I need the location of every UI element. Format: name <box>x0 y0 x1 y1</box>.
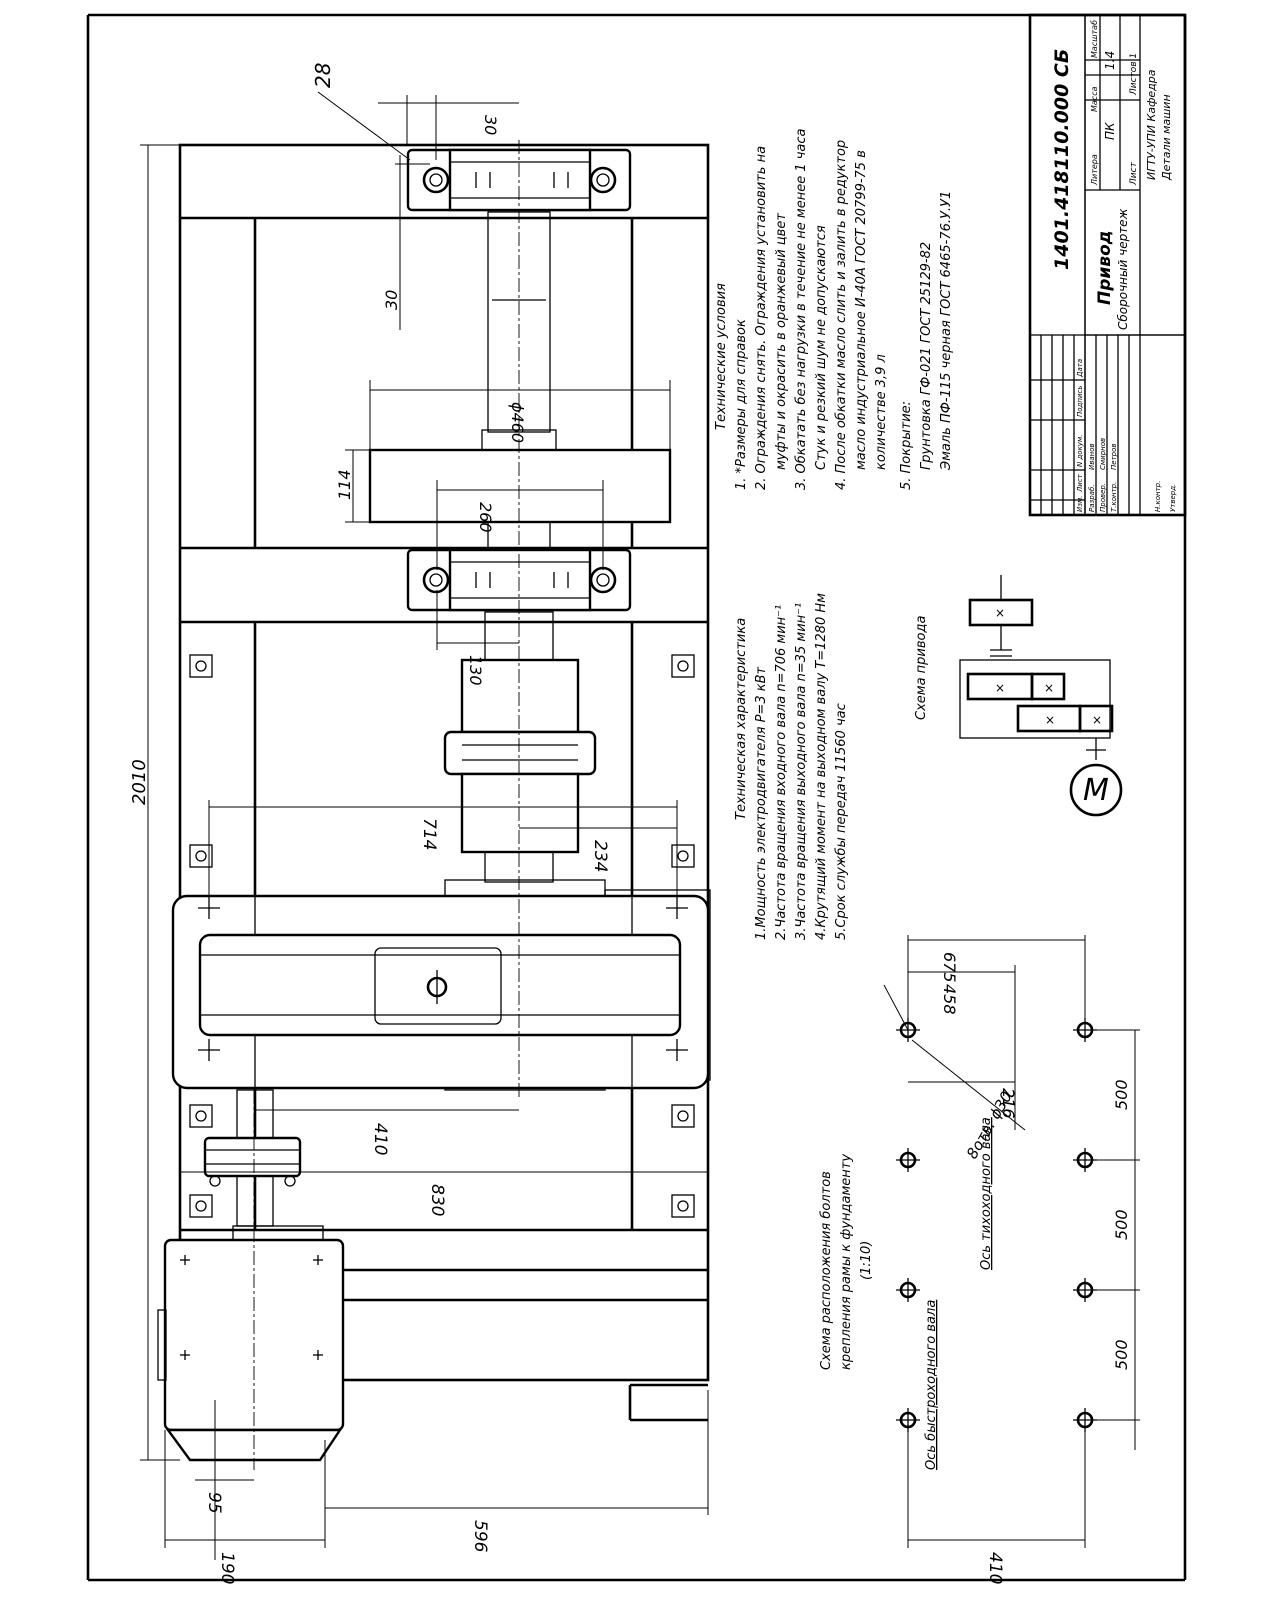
assembly-name: Привод <box>1095 231 1115 305</box>
role-label: Т.контр. <box>1110 482 1118 512</box>
col-header-scale: Масштаб <box>1090 20 1099 58</box>
dimension-lines <box>140 91 709 1548</box>
dim-95: 95 <box>204 1492 224 1514</box>
role-label: Провер. <box>1099 483 1107 512</box>
input-coupling <box>203 1089 302 1227</box>
tech-condition-line: Эмаль ПФ-115 черная ГОСТ 6465-76.У.У1 <box>939 191 954 471</box>
dim-460: ϕ460 <box>508 402 527 443</box>
person-name: Петров <box>1110 444 1118 471</box>
tech-condition-line: количестве 3,9 л <box>874 354 889 470</box>
bolt-dim-500: 500 <box>1112 1079 1131 1110</box>
tech-condition-line: масло индустриальное И-40А ГОСТ 20799-75… <box>854 150 869 470</box>
rev-header: Подпись <box>1076 386 1084 418</box>
dim-28: 28 <box>311 63 335 88</box>
drive-scheme: Схема привода × × × × × M <box>914 575 1123 817</box>
dim-234: 234 <box>590 840 610 872</box>
role-label: Утверд. <box>1169 484 1177 512</box>
dim-596: 596 <box>470 1520 490 1553</box>
role-column: Разраб. <box>1088 484 1096 512</box>
tech-characteristic-line: 5.Срок службы передач 11560 час <box>834 703 849 940</box>
document-type: Сборочный чертеж <box>1116 208 1130 330</box>
center-lines <box>253 140 520 1470</box>
tech-condition-line: 4. После обкатки масло слить и залить в … <box>834 140 849 490</box>
bolt-dim-458: 458 <box>940 984 959 1015</box>
rev-header: Лист <box>1076 473 1084 493</box>
dim-2010: 2010 <box>129 759 150 805</box>
tech-condition-line: 3. Обкатать без нагрузки в течение не ме… <box>794 128 809 490</box>
fast-shaft-axis-label: Ось быстроходного вала <box>924 1300 939 1470</box>
frame-bolts <box>189 654 695 1218</box>
bolt-dim-410: 410 <box>985 1552 1005 1584</box>
letter-value: ПК <box>1103 122 1117 140</box>
person-name: Иванов <box>1088 443 1096 470</box>
technical-characteristics: Техническая характеристика 1.Мощность эл… <box>734 593 849 940</box>
scheme-cross: × <box>995 681 1005 695</box>
scheme-cross: × <box>1044 681 1054 695</box>
gearbox-bolt-marks <box>198 897 688 1061</box>
sheets-label: Листов 1 <box>1129 53 1139 96</box>
bolt-scheme-title-line: Схема расположения болтов <box>819 1171 834 1370</box>
bolt-scheme-title-line: крепления рамы к фундаменту <box>839 1154 854 1370</box>
tech-condition-line: 2. Ограждения снять. Ограждения установи… <box>754 146 769 490</box>
tech-characteristic-line: 2.Частота вращения входного вала n=706 м… <box>774 605 789 940</box>
electric-motor <box>157 1225 345 1462</box>
doc-number: 1401.418110.000 СБ <box>1051 49 1073 270</box>
rev-header: N докум. <box>1076 435 1084 467</box>
tech-characteristic-line: 1.Мощность электродвигателя Р=3 кВт <box>754 667 769 940</box>
dim-714: 714 <box>419 818 439 850</box>
bolt-dim-500: 500 <box>1112 1209 1131 1240</box>
tech-condition-line: муфты и окрасить в оранжевый цвет <box>774 213 789 470</box>
organization-line-1: ИГТУ-УПИ Кафедра <box>1145 69 1158 180</box>
motor-symbol: M <box>1083 773 1109 808</box>
scheme-cross: × <box>995 606 1005 620</box>
scheme-cross: × <box>1045 713 1055 727</box>
dim-190: 190 <box>217 1552 237 1584</box>
technical-conditions: Технические условия 1. *Размеры для спра… <box>714 128 954 490</box>
bolt-dim-675: 675 <box>940 952 959 983</box>
revision-headers: Изм. Лист N докум. Подпись Дата <box>1076 359 1084 512</box>
col-header-letter: Литера <box>1090 154 1099 186</box>
base-frame <box>178 143 710 1422</box>
tech-condition-line: Стук и резкий шум не допускаются <box>814 225 829 470</box>
tech-conditions-title: Технические условия <box>714 283 729 430</box>
bolt-holes <box>896 1018 1097 1432</box>
scale-value: 1:4 <box>1103 51 1117 70</box>
dim-30-top: 30 <box>481 115 500 135</box>
drive-scheme-title: Схема привода <box>914 616 929 720</box>
bolt-dim-500: 500 <box>1112 1339 1131 1370</box>
revision-grid <box>1030 334 1185 515</box>
col-header-mass: Масса <box>1090 86 1099 112</box>
bolt-scheme-title-line: (1:10) <box>859 1241 874 1280</box>
sheet-label: Лист <box>1129 161 1139 186</box>
dim-130: 130 <box>466 655 485 686</box>
role-label: Разраб. <box>1088 484 1096 512</box>
gearbox <box>171 879 711 1091</box>
dim-260: 260 <box>476 502 495 533</box>
role-label: Н.контр. <box>1154 481 1162 512</box>
drive-drum <box>368 448 672 524</box>
dim-410: 410 <box>370 1123 390 1155</box>
tech-characteristics-title: Техническая характеристика <box>734 618 749 820</box>
tech-condition-line: 1. *Размеры для справок <box>734 319 749 490</box>
output-coupling <box>443 611 597 883</box>
tech-characteristic-line: 3.Частота вращения выходного вала n=35 м… <box>794 603 809 940</box>
person-name: Смирнов <box>1099 438 1107 470</box>
bearing-housing-bottom <box>406 521 632 612</box>
scheme-cross: × <box>1092 713 1102 727</box>
tech-condition-line: 5. Покрытие: <box>899 401 914 490</box>
rev-header: Дата <box>1076 359 1084 378</box>
title-block: 1401.418110.000 СБ Привод Сборочный черт… <box>1028 13 1187 517</box>
dim-830: 830 <box>427 1184 447 1216</box>
tech-characteristic-line: 4.Крутящий момент на выходном валу Т=128… <box>814 593 829 940</box>
organization-line-2: Детали машин <box>1160 94 1173 181</box>
dim-114: 114 <box>335 469 354 500</box>
rev-header: Изм. <box>1076 496 1084 512</box>
tech-condition-line: Грунтовка ГФ-021 ГОСТ 25129-82 <box>919 242 934 470</box>
bolt-dim-216: 216 <box>999 1088 1018 1119</box>
dim-30-left: 30 <box>382 290 401 310</box>
dimension-texts: 2010 830 410 714 234 130 260 ϕ460 114 30… <box>129 63 610 1585</box>
slow-shaft-axis-label: Ось тихоходного вала <box>979 1117 994 1270</box>
